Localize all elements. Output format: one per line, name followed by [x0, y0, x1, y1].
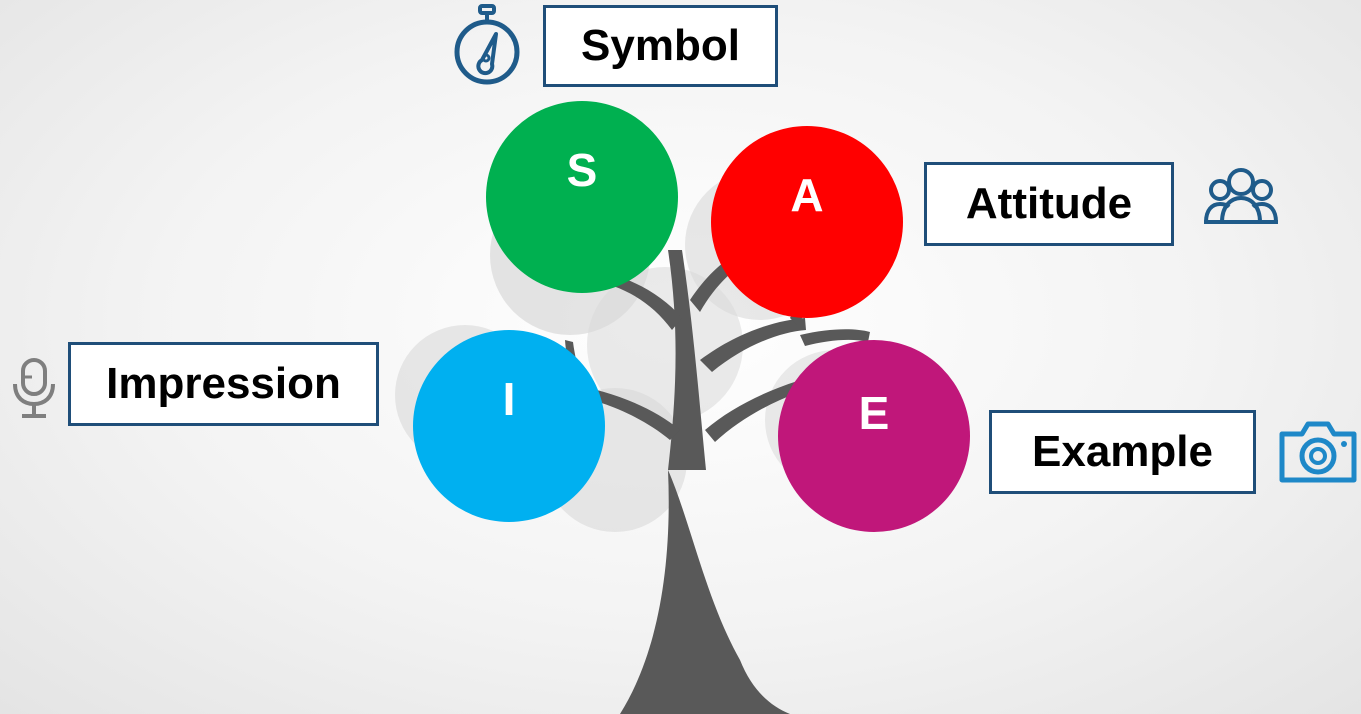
label-impression-text: Impression	[106, 359, 341, 408]
shadow-circle	[587, 267, 743, 423]
circle-impression-letter: I	[502, 373, 516, 425]
label-example-text: Example	[1032, 427, 1213, 476]
circle-impression: I	[413, 330, 605, 522]
microphone-icon	[13, 358, 55, 418]
label-symbol: Symbol	[543, 5, 778, 87]
circle-example: E	[778, 340, 970, 532]
label-impression: Impression	[68, 342, 379, 426]
camera-icon	[1279, 421, 1357, 483]
circle-example-letter: E	[858, 387, 890, 439]
label-symbol-text: Symbol	[581, 21, 740, 70]
label-example: Example	[989, 410, 1256, 494]
circle-attitude: A	[711, 126, 903, 318]
label-attitude: Attitude	[924, 162, 1174, 246]
stopwatch-icon	[454, 4, 520, 85]
circle-attitude-letter: A	[790, 169, 824, 221]
circle-symbol: S	[486, 101, 678, 293]
people-group-icon	[1204, 168, 1278, 224]
circle-symbol-letter: S	[566, 144, 598, 196]
label-attitude-text: Attitude	[965, 179, 1133, 228]
